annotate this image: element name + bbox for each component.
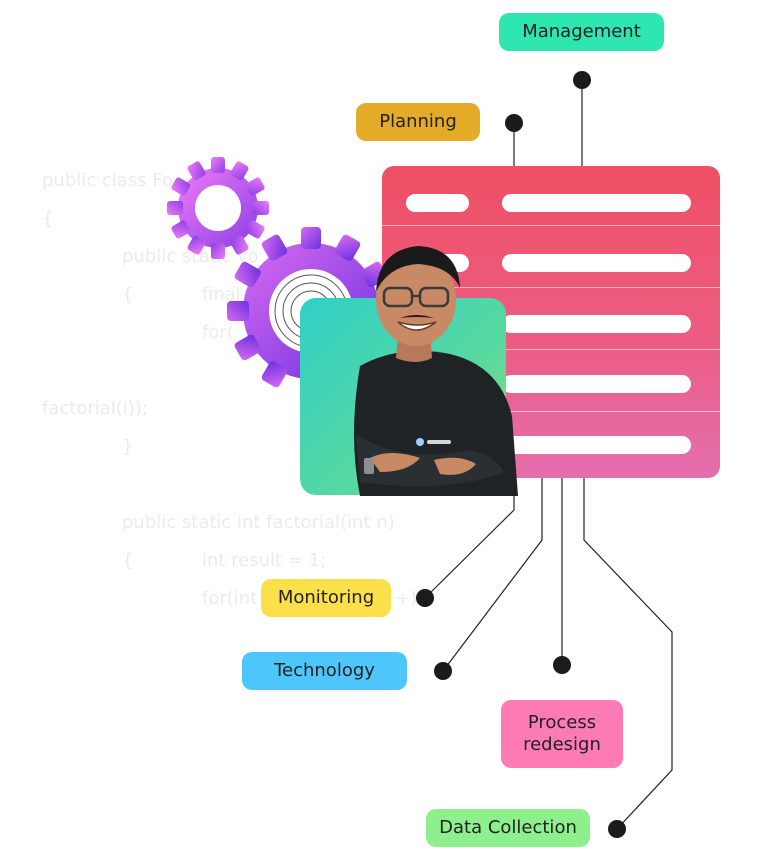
connector-dot <box>505 114 523 132</box>
code-line: factorial(i)); <box>42 398 148 419</box>
board-pill <box>502 375 691 393</box>
person-photo <box>354 246 518 496</box>
code-line: public class Fo <box>42 170 174 191</box>
code-line: final <box>202 284 241 305</box>
connector-dot <box>608 820 626 838</box>
connector-dot <box>434 662 452 680</box>
code-line: { <box>122 284 134 305</box>
code-line: { <box>122 550 134 571</box>
tag-planning: Planning <box>356 103 480 141</box>
board-pill <box>406 194 469 212</box>
board-row <box>382 166 720 226</box>
board-pill <box>502 254 691 272</box>
tag-process-redesign: Process redesign <box>501 700 623 768</box>
board-pill <box>502 315 691 333</box>
gear-icon-small <box>167 157 269 259</box>
tag-management: Management <box>499 13 664 51</box>
code-line: for( <box>202 322 234 343</box>
board-pill <box>502 194 691 212</box>
code-line: for(int <box>202 588 258 609</box>
tag-monitoring: Monitoring <box>261 579 391 617</box>
board-pill <box>502 436 691 454</box>
code-line: } <box>122 436 134 457</box>
connector-dot <box>573 71 591 89</box>
tag-technology: Technology <box>242 652 407 690</box>
code-line: int result = 1; <box>202 550 327 571</box>
tag-data-collection: Data Collection <box>426 809 590 847</box>
code-line: public static int factorial(int n) <box>122 512 395 533</box>
connector-dot <box>553 656 571 674</box>
connector-dot <box>416 589 434 607</box>
code-line: { <box>42 208 54 229</box>
